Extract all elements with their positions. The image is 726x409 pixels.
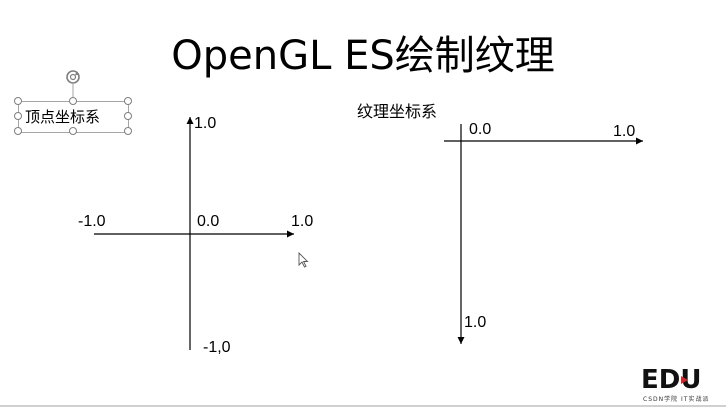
resize-handle-top-right[interactable] [124, 97, 132, 105]
vertex-label-top: 1.0 [194, 115, 217, 132]
mouse-cursor-icon [298, 252, 309, 268]
vertex-label-origin: 0.0 [197, 213, 220, 230]
vertex-label-right: 1.0 [291, 213, 314, 230]
rotate-handle-icon[interactable] [64, 68, 82, 86]
resize-handle-left[interactable] [14, 112, 22, 120]
bottom-divider [0, 405, 726, 407]
resize-handle-right[interactable] [124, 112, 132, 120]
texture-label-right: 1.0 [613, 123, 636, 140]
resize-handle-bottom-left[interactable] [14, 127, 22, 135]
texture-caption: 纹理坐标系 [357, 102, 438, 121]
texture-label-bottom: 1.0 [464, 314, 487, 331]
logo-text: EDU [641, 365, 702, 395]
vertex-label-left: -1.0 [78, 213, 106, 230]
logo-play-icon [681, 376, 688, 384]
slide-title: OpenGL ES绘制纹理 [171, 33, 555, 79]
vertex-caption: 顶点坐标系 [25, 108, 101, 126]
resize-handle-top[interactable] [69, 97, 77, 105]
vertex-label-bottom: -1,0 [203, 339, 231, 356]
resize-handle-bottom-right[interactable] [124, 127, 132, 135]
resize-handle-bottom[interactable] [69, 127, 77, 135]
logo-subtitle: CSDN学院 IT实战派 [643, 396, 710, 403]
texture-label-origin: 0.0 [469, 121, 492, 138]
edu-logo: EDU CSDN学院 IT实战派 [641, 366, 721, 404]
resize-handle-top-left[interactable] [14, 97, 22, 105]
